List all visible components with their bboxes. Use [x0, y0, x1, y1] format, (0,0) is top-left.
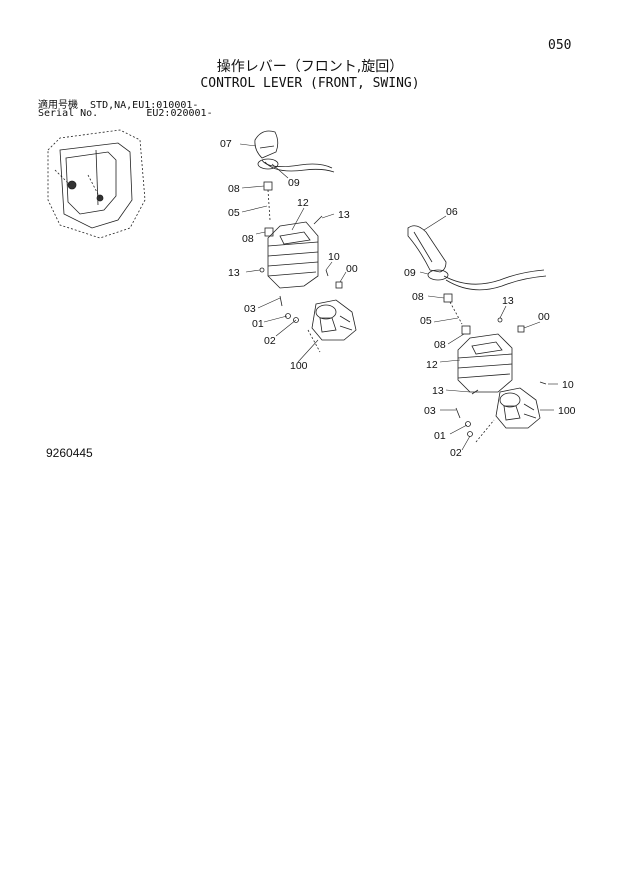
right-lever-assembly — [407, 225, 547, 443]
title-english: CONTROL LEVER (FRONT, SWING) — [200, 76, 420, 91]
callout-label: 100 — [558, 405, 576, 417]
callout-label: 12 — [426, 359, 438, 371]
callout-label: 07 — [220, 138, 232, 150]
callout-label: 10 — [562, 379, 574, 391]
callout-label: 03 — [424, 405, 436, 417]
callout-label: 100 — [290, 360, 308, 372]
callout-label: 06 — [446, 206, 458, 218]
callout-label: 02 — [450, 447, 462, 459]
left-lever-assembly — [254, 130, 357, 353]
callout-label: 08 — [228, 183, 240, 195]
callout-label: 01 — [252, 318, 264, 330]
callout-label: 00 — [538, 311, 550, 323]
callout-label: 03 — [244, 303, 256, 315]
callout-label: 00 — [346, 263, 358, 275]
callout-label: 02 — [264, 335, 276, 347]
callout-label: 09 — [288, 177, 300, 189]
callout-label: 09 — [404, 267, 416, 279]
callout-label: 13 — [228, 267, 240, 279]
callout-label: 12 — [297, 197, 309, 209]
callout-label: 13 — [432, 385, 444, 397]
document-id: 9260445 — [46, 446, 93, 460]
serial-applicability: 適用号機 STD,NA,EU1:010001- — [38, 100, 199, 111]
callout-label: 01 — [434, 430, 446, 442]
callout-label: 10 — [328, 251, 340, 263]
right-callouts: 06 09 08 05 08 13 00 12 13 10 03 01 100 … — [404, 206, 576, 459]
callout-label: 13 — [338, 209, 350, 221]
serial-number-range: Serial No. EU2:020001- — [38, 108, 213, 119]
page-number: 050 — [548, 38, 572, 53]
callout-label: 08 — [242, 233, 254, 245]
title-japanese: 操作レバー（フロント,旋回） — [216, 59, 404, 75]
callout-label: 08 — [412, 291, 424, 303]
left-callouts: 07 09 08 05 08 12 13 13 10 00 03 01 02 1… — [220, 138, 358, 372]
callout-label: 05 — [228, 207, 240, 219]
cab-location-thumbnail — [47, 129, 146, 239]
callout-label: 13 — [502, 295, 514, 307]
callout-label: 08 — [434, 339, 446, 351]
callout-label: 05 — [420, 315, 432, 327]
